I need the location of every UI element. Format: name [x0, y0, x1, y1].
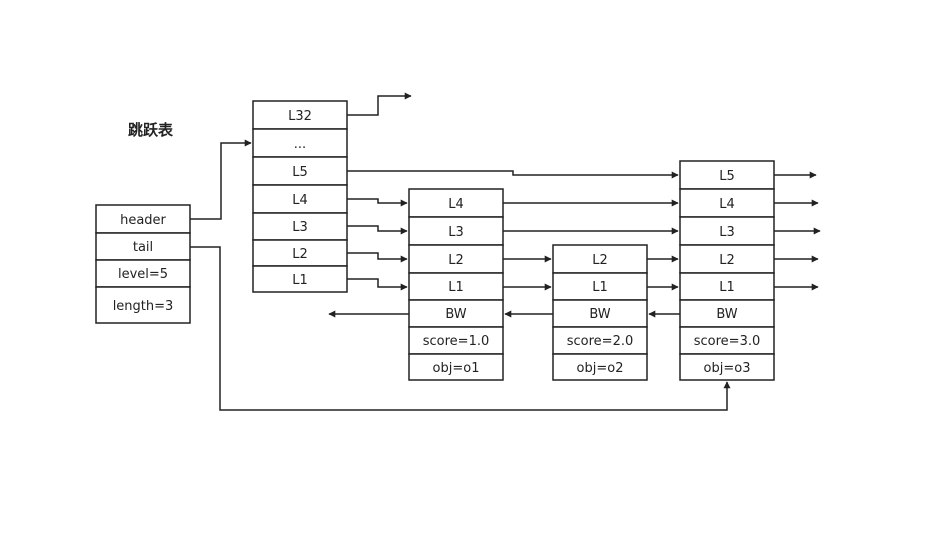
length-label: length=3 [113, 299, 174, 314]
header-l5-arrow [347, 170, 679, 179]
node1-level-cell [408, 188, 504, 218]
node2-level-cell [552, 244, 648, 274]
node3-obj-cell [679, 353, 775, 381]
node3-level-label: L1 [719, 280, 735, 295]
skiplist-node-3: L5 L4 L3 L2 L1 BW score=3.0 obj=o3 [679, 160, 775, 381]
node1-level-label: L3 [448, 225, 464, 240]
node1-obj-label: obj=o1 [433, 361, 480, 376]
node1-level-cell [408, 244, 504, 274]
header-l2-arrow [347, 252, 408, 263]
header-l3-arrow [347, 225, 408, 235]
header-level-label: L32 [288, 109, 312, 124]
skiplist-struct: header tail level=5 length=3 [95, 204, 191, 324]
node1-obj-cell [408, 353, 504, 381]
node3-obj-label: obj=o3 [704, 361, 751, 376]
node1-level-label: L1 [448, 280, 464, 295]
node2-bw-label: BW [589, 307, 610, 322]
length-cell [95, 286, 191, 324]
node3-bw-label: BW [716, 307, 737, 322]
header-level-label: ... [294, 137, 306, 152]
node2-obj-label: obj=o2 [577, 361, 624, 376]
node1-score-label: score=1.0 [423, 334, 490, 349]
level-label: level=5 [118, 267, 168, 282]
node2-level-cell [552, 272, 648, 301]
header-level-label: L1 [292, 273, 308, 288]
header-level-cell [252, 184, 348, 214]
node1-score-cell [408, 326, 504, 355]
tail-label: tail [133, 240, 153, 255]
header-level-label: L2 [292, 247, 308, 262]
diagram-title: 跳跃表 [128, 121, 174, 139]
node3-score-cell [679, 326, 775, 355]
node3-level-label: L4 [719, 197, 735, 212]
header-l1-arrow [347, 278, 408, 291]
header-level-label: L4 [292, 193, 308, 208]
l32-null-arrow [347, 92, 412, 116]
node3-level-label: L2 [719, 253, 735, 268]
node1-bw-label: BW [445, 307, 466, 322]
header-pointer-arrow [190, 139, 252, 220]
node3-bw-cell [679, 299, 775, 328]
node1-level-label: L2 [448, 253, 464, 268]
node2-level-label: L2 [592, 253, 608, 268]
node3-level-label: L5 [719, 169, 735, 184]
skiplist-node-1: L4 L3 L2 L1 BW score=1.0 obj=o1 [408, 188, 504, 381]
skiplist-node-2: L2 L1 BW score=2.0 obj=o2 [552, 244, 648, 381]
header-level-label: L3 [292, 220, 308, 235]
node1-level-label: L4 [448, 197, 464, 212]
header-l4-arrow [347, 198, 408, 207]
node3-level-cell [679, 244, 775, 274]
tail-pointer-arrow [190, 246, 731, 411]
header-level-cell [252, 128, 348, 158]
node2-score-cell [552, 326, 648, 355]
node3-score-label: score=3.0 [694, 334, 761, 349]
node2-level-label: L1 [592, 280, 608, 295]
header-level-cell [252, 239, 348, 267]
node2-score-label: score=2.0 [567, 334, 634, 349]
header-level-label: L5 [292, 165, 308, 180]
header-node: L32 ... L5 L4 L3 L2 L1 [252, 100, 348, 293]
node3-level-label: L3 [719, 225, 735, 240]
node2-obj-cell [552, 353, 648, 381]
header-cell [95, 204, 191, 234]
header-label: header [120, 213, 166, 228]
pointer-arrows [190, 92, 821, 411]
